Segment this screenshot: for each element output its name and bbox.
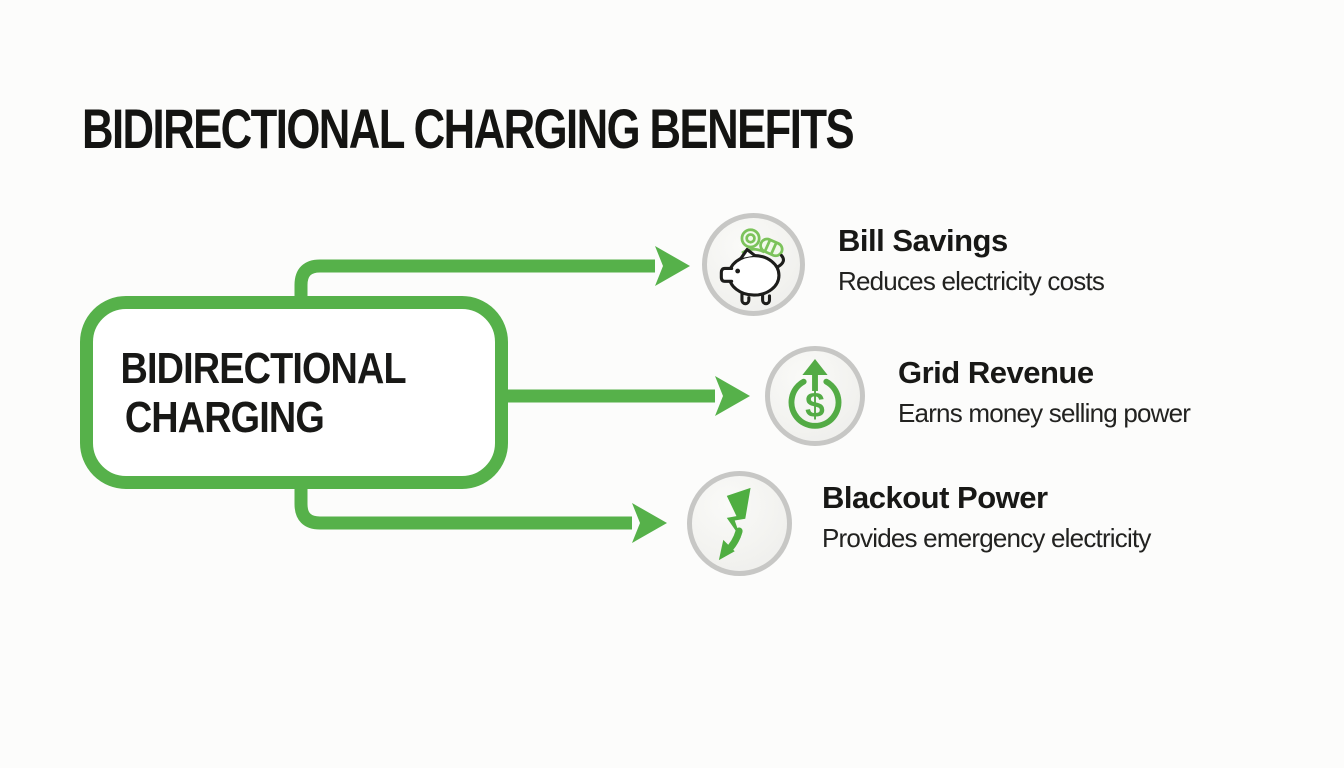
benefit-subtitle: Earns money selling power: [898, 398, 1191, 428]
benefit-title: Blackout Power: [822, 480, 1048, 515]
center-node-label-line2: CHARGING: [124, 392, 325, 442]
piggy-bank-icon: [702, 213, 805, 316]
dollar-growth-icon: $: [765, 346, 865, 446]
benefit-bill-savings: Bill Savings Reduces electricity costs: [702, 213, 1105, 316]
arrow-to-blackout-power: [294, 485, 667, 543]
svg-text:$: $: [805, 386, 825, 425]
center-node-bidirectional-charging: BIDIRECTIONAL CHARGING: [80, 296, 508, 489]
benefit-blackout-power: Blackout Power Provides emergency electr…: [687, 471, 1151, 576]
center-node-label-line1: BIDIRECTIONAL: [120, 343, 407, 393]
arrow-to-bill-savings: [294, 246, 690, 300]
lightning-bolt-icon: [687, 471, 792, 576]
benefit-title: Bill Savings: [838, 223, 1008, 258]
benefit-grid-revenue: $ Grid Revenue Earns money selling power: [765, 346, 1191, 446]
benefit-subtitle: Reduces electricity costs: [838, 266, 1105, 296]
benefit-subtitle: Provides emergency electricity: [822, 523, 1151, 553]
arrow-to-grid-revenue: [500, 376, 750, 416]
page-title: BIDIRECTIONAL CHARGING BENEFITS: [82, 97, 855, 160]
benefit-title: Grid Revenue: [898, 355, 1094, 390]
